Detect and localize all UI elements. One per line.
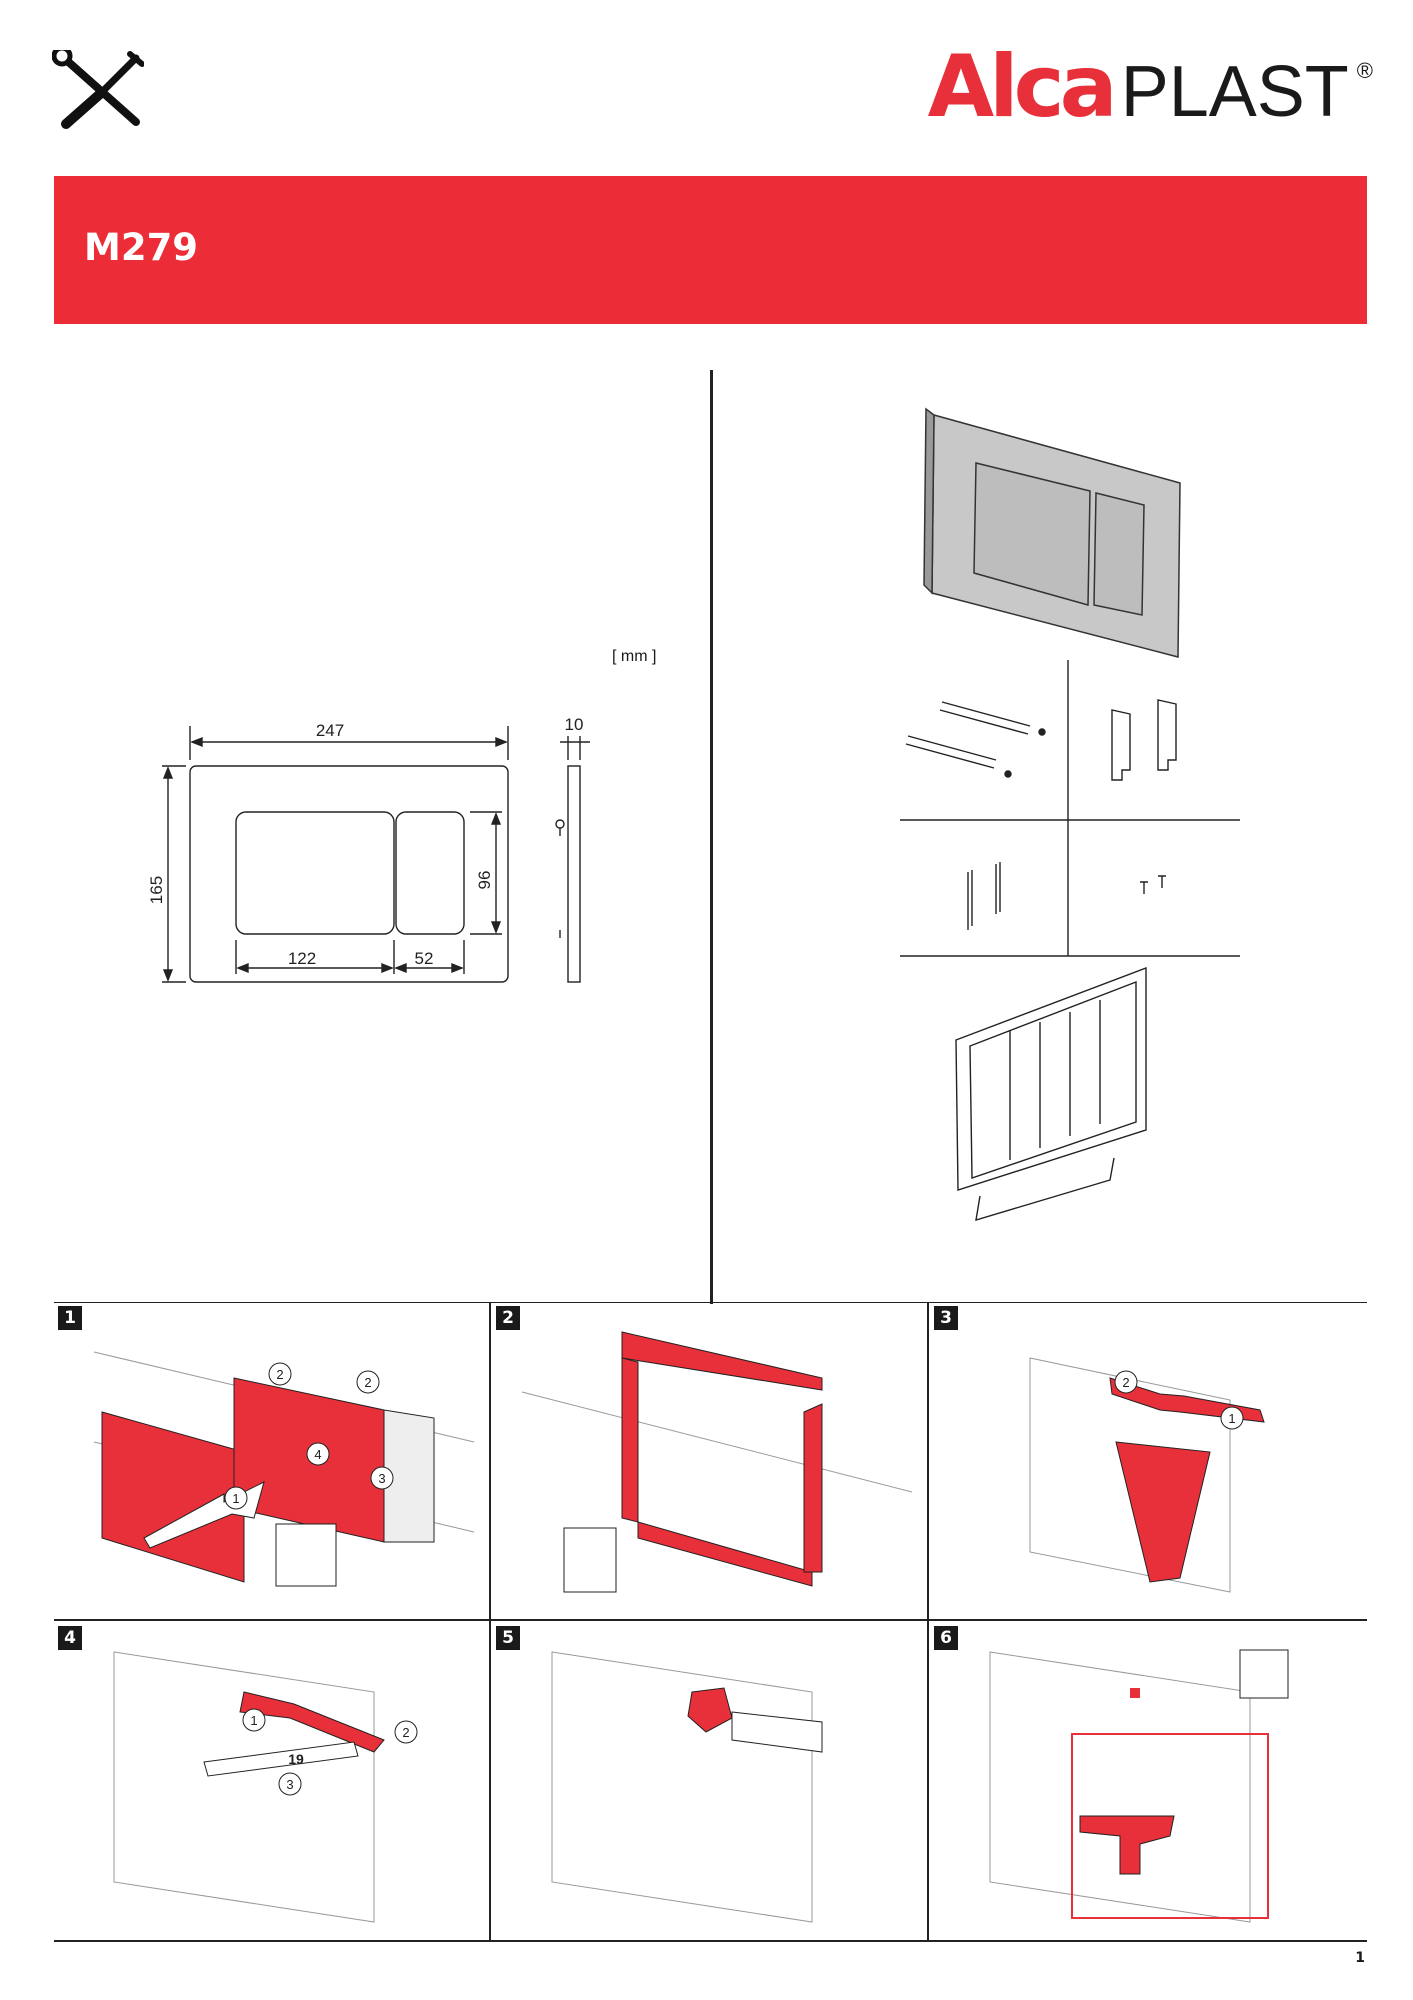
step-6: 6 (930, 1622, 1363, 1940)
step-1-illustration: 1 2 2 4 3 (93, 1351, 475, 1587)
title-banner: M279 (54, 176, 1367, 324)
callout-4: 4 (314, 1447, 321, 1462)
dim-width-label: 247 (316, 721, 344, 740)
callout-2: 2 (402, 1725, 409, 1740)
logo-registered-mark: ® (1356, 58, 1373, 83)
step-number: 1 (58, 1306, 82, 1330)
step-5-illustration (551, 1651, 823, 1923)
step-2: 2 (492, 1302, 925, 1620)
logo-plast: PLAST (1120, 52, 1349, 132)
installation-steps: 1 1 2 2 4 3 2 (54, 1302, 1367, 1942)
callout-3: 3 (378, 1471, 385, 1486)
wrench-screwdriver-icon (52, 50, 144, 129)
dim-depth-label: 10 (565, 715, 584, 734)
footer-rule (54, 1940, 1367, 1942)
callout-2b: 2 (364, 1375, 371, 1390)
callout-2a: 2 (276, 1367, 283, 1382)
step-number: 3 (934, 1306, 958, 1330)
dim-button-height-label: 96 (475, 871, 494, 890)
step-3-illustration: 2 1 (1029, 1357, 1265, 1593)
flush-plate-illustration (923, 407, 1181, 658)
callout-1: 1 (232, 1491, 239, 1506)
dimension-drawing: 247 10 165 96 122 52 (147, 715, 590, 983)
step-6-illustration (989, 1649, 1289, 1923)
step-1: 1 1 2 2 4 3 (54, 1302, 487, 1620)
callout-2: 2 (1122, 1375, 1129, 1390)
step-number: 4 (58, 1626, 82, 1650)
step-number: 5 (496, 1626, 520, 1650)
logo-alca: Alca (927, 37, 1118, 137)
section-divider (710, 370, 713, 1304)
step-4: 4 1 2 3 19 (54, 1622, 487, 1940)
accessories-grid (900, 660, 1240, 957)
step-3: 3 2 1 (930, 1302, 1363, 1620)
dim-small-button-label: 52 (415, 949, 434, 968)
dim-big-button-label: 122 (288, 949, 316, 968)
eye-icon (1239, 1649, 1289, 1699)
step-number: 2 (496, 1306, 520, 1330)
dim-height-label: 165 (147, 876, 166, 904)
step-number: 6 (934, 1626, 958, 1650)
unit-label: [ mm ] (612, 648, 657, 665)
wrench-size-label: 19 (288, 1751, 304, 1767)
callout-3: 3 (286, 1777, 293, 1792)
callout-1: 1 (250, 1713, 257, 1728)
step-4-illustration: 1 2 3 19 (113, 1651, 418, 1923)
page-number: 1 (1355, 1950, 1365, 1966)
step-2-illustration (521, 1331, 913, 1593)
mounting-frame-illustration (955, 966, 1147, 1221)
steps-grid-lines (54, 1302, 1367, 1942)
step-5: 5 (492, 1622, 925, 1940)
callout-1: 1 (1228, 1411, 1235, 1426)
alcaplast-logo: Alca PLAST ® (928, 40, 1373, 130)
page-title: M279 (84, 226, 199, 269)
